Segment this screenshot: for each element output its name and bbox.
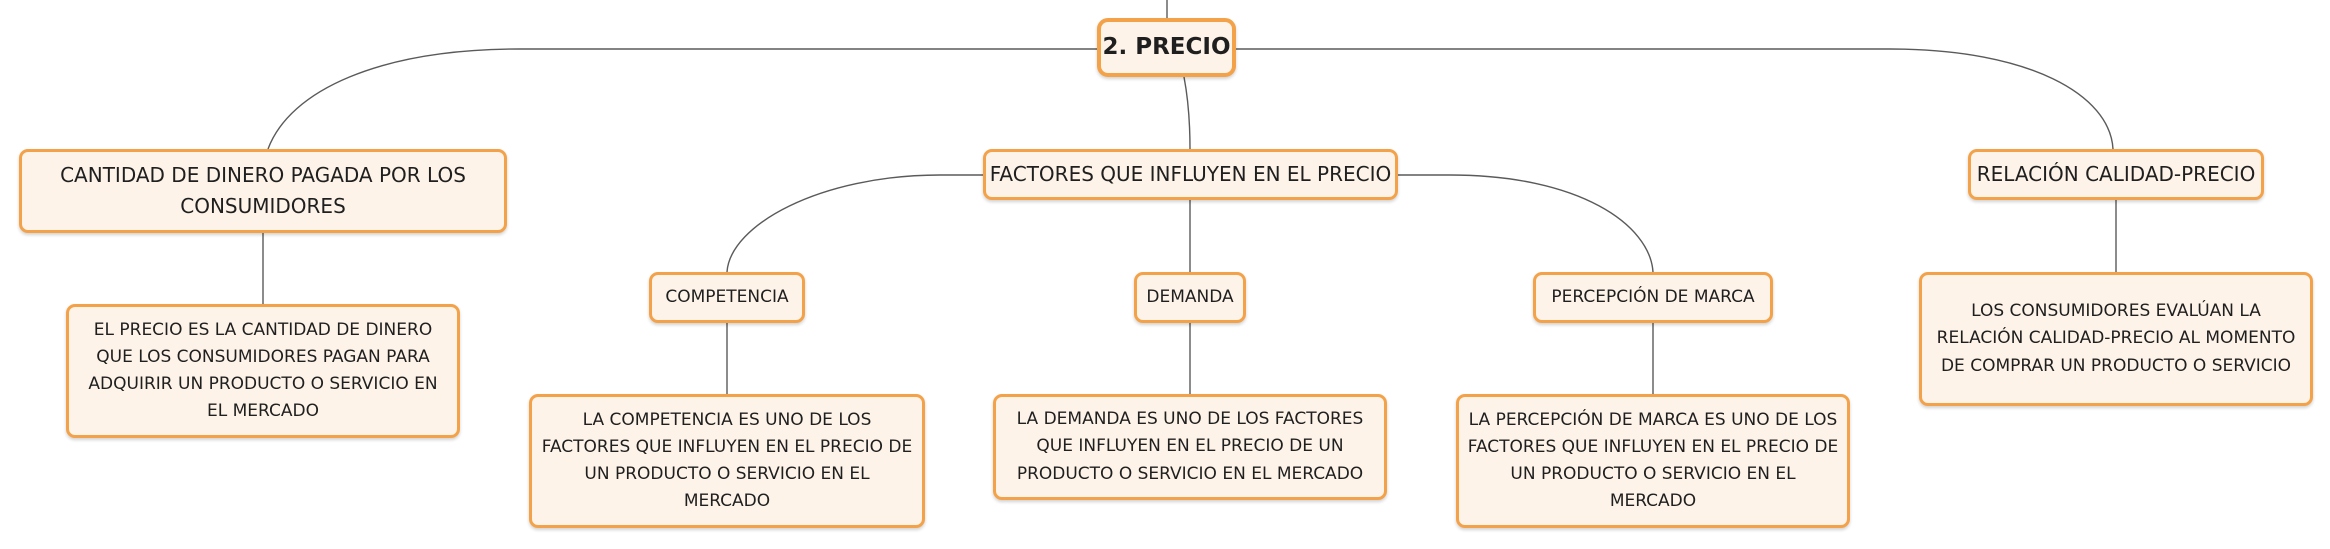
connector-branch-2-competencia <box>726 174 983 273</box>
connector-root-branch-1 <box>267 48 1097 150</box>
connector-branch-2-marca <box>1398 174 1654 273</box>
branch-relacion-node[interactable]: RELACIÓN CALIDAD-PRECIO <box>1968 149 2264 200</box>
detail-marca-text: LA PERCEPCIÓN DE MARCA ES UNO DE LOS FAC… <box>1467 409 1839 512</box>
connector-root-branch-3 <box>1236 48 2114 150</box>
detail-demanda-text: LA DEMANDA ES UNO DE LOS FACTORES QUE IN… <box>1016 409 1364 484</box>
branch-cantidad-node[interactable]: CANTIDAD DE DINERO PAGADA POR LOS CONSUM… <box>19 149 507 233</box>
root-node[interactable]: 2. PRECIO <box>1097 18 1236 77</box>
detail-relacion-text: LOS CONSUMIDORES EVALÚAN LA RELACIÓN CAL… <box>1936 301 2296 376</box>
branch-cantidad-label: CANTIDAD DE DINERO PAGADA POR LOS CONSUM… <box>60 163 466 218</box>
factor-marca-label: PERCEPCIÓN DE MARCA <box>1551 286 1755 307</box>
detail-marca-node[interactable]: LA PERCEPCIÓN DE MARCA ES UNO DE LOS FAC… <box>1456 394 1850 528</box>
branch-factores-label: FACTORES QUE INFLUYEN EN EL PRECIO <box>989 162 1392 186</box>
factor-competencia-node[interactable]: COMPETENCIA <box>649 272 805 323</box>
detail-cantidad-node[interactable]: EL PRECIO ES LA CANTIDAD DE DINERO QUE L… <box>66 304 460 438</box>
connector-root-branch-2 <box>1183 76 1191 150</box>
branch-relacion-label: RELACIÓN CALIDAD-PRECIO <box>1976 162 2256 186</box>
branch-factores-node[interactable]: FACTORES QUE INFLUYEN EN EL PRECIO <box>983 149 1398 200</box>
factor-competencia-label: COMPETENCIA <box>665 286 789 307</box>
factor-marca-node[interactable]: PERCEPCIÓN DE MARCA <box>1533 272 1773 323</box>
detail-relacion-node[interactable]: LOS CONSUMIDORES EVALÚAN LA RELACIÓN CAL… <box>1919 272 2313 406</box>
detail-cantidad-text: EL PRECIO ES LA CANTIDAD DE DINERO QUE L… <box>88 319 438 422</box>
detail-competencia-node[interactable]: LA COMPETENCIA ES UNO DE LOS FACTORES QU… <box>529 394 925 528</box>
factor-demanda-node[interactable]: DEMANDA <box>1134 272 1246 323</box>
detail-competencia-text: LA COMPETENCIA ES UNO DE LOS FACTORES QU… <box>541 409 913 512</box>
detail-demanda-node[interactable]: LA DEMANDA ES UNO DE LOS FACTORES QUE IN… <box>993 394 1387 500</box>
root-label: 2. PRECIO <box>1102 34 1231 61</box>
factor-demanda-label: DEMANDA <box>1146 286 1234 307</box>
